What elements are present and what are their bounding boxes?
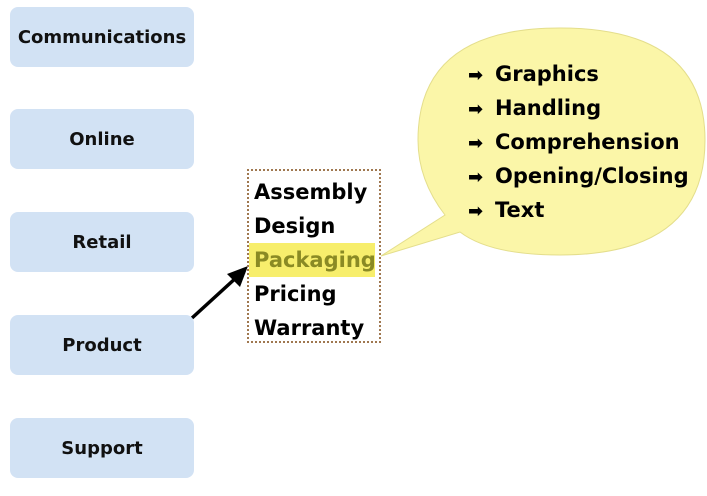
subtopic-label: Opening/Closing: [495, 164, 689, 188]
detail-item-pricing[interactable]: Pricing: [254, 282, 337, 306]
product-detail-list: Assembly Design Packaging Pricing Warran…: [247, 169, 381, 343]
category-label: Support: [61, 437, 143, 459]
category-label: Product: [62, 334, 142, 356]
detail-item-design[interactable]: Design: [254, 214, 336, 238]
arrow-right-icon: ➡: [468, 99, 484, 120]
subtopic-comprehension: ➡ Comprehension: [468, 125, 689, 159]
category-online[interactable]: Online: [10, 109, 194, 169]
subtopic-opening-closing: ➡ Opening/Closing: [468, 159, 689, 193]
arrow-right-icon: ➡: [468, 167, 484, 188]
subtopic-text: ➡ Text: [468, 193, 689, 227]
packaging-subtopic-list: ➡ Graphics ➡ Handling ➡ Comprehension ➡ Open…: [468, 57, 689, 227]
category-product[interactable]: Product: [10, 315, 194, 375]
subtopic-label: Text: [495, 198, 545, 222]
category-label: Communications: [17, 26, 187, 48]
arrow-right-icon: ➡: [468, 65, 484, 86]
subtopic-label: Graphics: [495, 62, 599, 86]
detail-item-warranty[interactable]: Warranty: [254, 316, 365, 340]
subtopic-graphics: ➡ Graphics: [468, 57, 689, 91]
arrow-right-icon: ➡: [468, 201, 484, 222]
subtopic-label: Handling: [495, 96, 602, 120]
speech-bubble: [380, 27, 706, 257]
category-retail[interactable]: Retail: [10, 212, 194, 272]
connector-arrow-head: [227, 266, 248, 287]
category-label: Online: [69, 128, 135, 150]
detail-item-assembly[interactable]: Assembly: [254, 180, 368, 204]
connector-arrow-line: [190, 274, 240, 320]
arrow-right-icon: ➡: [468, 133, 484, 154]
category-label: Retail: [72, 231, 132, 253]
detail-item-packaging[interactable]: Packaging: [249, 243, 376, 277]
subtopic-label: Comprehension: [495, 130, 680, 154]
subtopic-handling: ➡ Handling: [468, 91, 689, 125]
category-communications[interactable]: Communications: [10, 7, 194, 67]
category-support[interactable]: Support: [10, 418, 194, 478]
